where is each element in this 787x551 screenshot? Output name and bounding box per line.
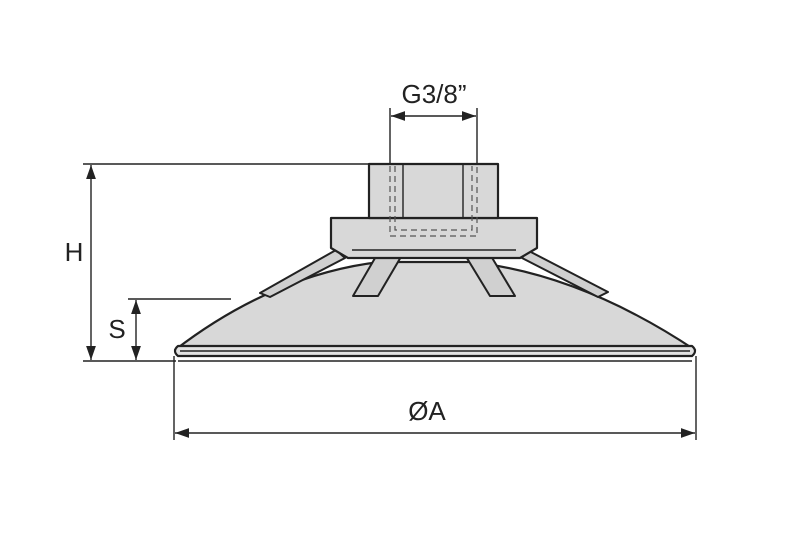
thread-bore-hidden — [389, 166, 478, 237]
thread-size-label: G3/8” — [401, 79, 466, 109]
stroke-label: S — [108, 314, 125, 344]
height-label: H — [65, 237, 84, 267]
cup-body — [173, 260, 697, 352]
hex-fitting — [367, 162, 500, 220]
diameter-label: ØA — [408, 396, 446, 426]
hub-collar — [329, 216, 539, 260]
rib-outer-left — [259, 249, 346, 298]
thread-bore-hidden-inner — [394, 166, 473, 231]
